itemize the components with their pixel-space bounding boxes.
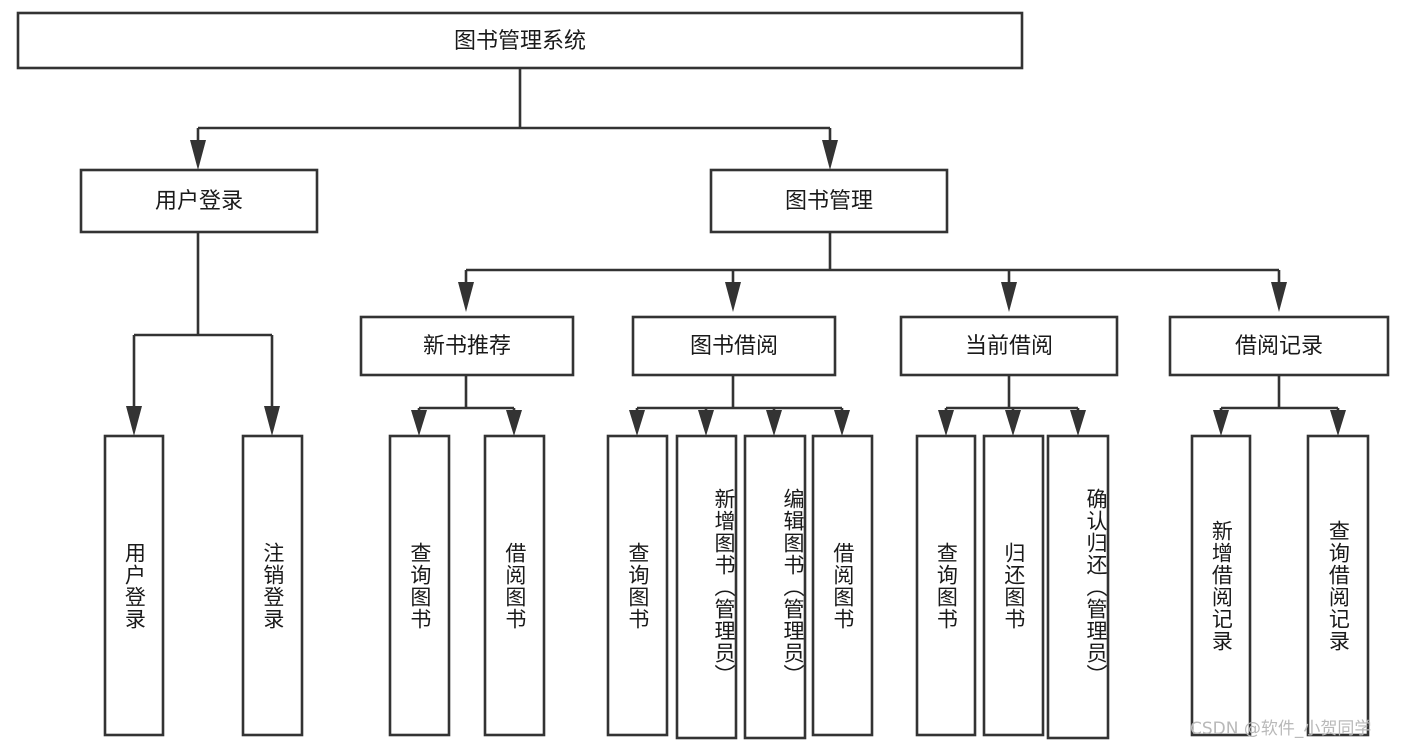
leaf-box-query-book-3[interactable] — [915, 434, 977, 737]
arrow-head-leaf-edit-book — [766, 410, 782, 436]
node-current-borrow[interactable]: 当前借阅 — [899, 315, 1119, 377]
connector-group-user-login — [126, 232, 280, 436]
leaf-box-user-login[interactable] — [103, 434, 165, 737]
node-box-user-login[interactable] — [79, 168, 319, 234]
arrow-head-borrow-record — [1271, 282, 1287, 312]
arrow-head-new-book-recommend — [458, 282, 474, 312]
node-label-book-management: 图书管理 — [785, 189, 873, 214]
node-label-user-login: 用户登录 — [155, 189, 243, 214]
leaf-box-add-record[interactable] — [1190, 434, 1252, 737]
arrow-head-current-borrow — [1001, 282, 1017, 312]
leaf-box-return-book[interactable] — [982, 434, 1045, 737]
node-borrow-record[interactable]: 借阅记录 — [1168, 315, 1390, 377]
node-book-management[interactable]: 图书管理 — [709, 168, 949, 234]
node-box-current-borrow[interactable] — [899, 315, 1119, 377]
arrow-head-leaf-add-record — [1213, 410, 1229, 436]
arrow-head-book-management — [822, 140, 838, 170]
leaf-box-add-book[interactable] — [675, 434, 738, 740]
node-label-borrow-record: 借阅记录 — [1235, 334, 1323, 359]
leaf-box-query-book-1[interactable] — [388, 434, 451, 737]
arrow-head-user-login — [190, 140, 206, 170]
leaf-box-query-record[interactable] — [1306, 434, 1370, 737]
connector-group-book-management — [458, 232, 1287, 312]
connector-group-root — [190, 68, 838, 170]
arrow-head-leaf-confirm-return — [1070, 410, 1086, 436]
connector-group-borrow-record — [1213, 375, 1346, 436]
node-label-book-borrow: 图书借阅 — [690, 334, 778, 359]
arrow-head-leaf-query-record — [1330, 410, 1346, 436]
arrow-head-leaf-borrow-book-1 — [506, 410, 522, 436]
leaf-box-query-book-2[interactable] — [606, 434, 669, 737]
node-box-book-borrow[interactable] — [631, 315, 837, 377]
arrow-head-leaf-query-book-2 — [629, 410, 645, 436]
leaf-box-edit-book[interactable] — [743, 434, 807, 740]
node-label-root: 图书管理系统 — [454, 29, 586, 54]
leaf-box-logout-login[interactable] — [241, 434, 304, 737]
leaf-box-confirm-return[interactable] — [1046, 434, 1110, 740]
node-box-borrow-record[interactable] — [1168, 315, 1390, 377]
node-user-login[interactable]: 用户登录 — [79, 168, 319, 234]
arrow-head-leaf-user-login — [126, 406, 142, 436]
leaf-boxes-group — [103, 434, 1370, 740]
node-book-borrow[interactable]: 图书借阅 — [631, 315, 837, 377]
node-label-new-book-recommend: 新书推荐 — [423, 334, 511, 359]
leaf-box-borrow-book-2[interactable] — [811, 434, 874, 737]
node-box-new-book-recommend[interactable] — [359, 315, 575, 377]
arrow-head-book-borrow — [725, 282, 741, 312]
connector-group-current-borrow — [938, 375, 1086, 436]
arrow-head-leaf-query-book-1 — [411, 410, 427, 436]
node-new-book-recommend[interactable]: 新书推荐 — [359, 315, 575, 377]
arrow-head-leaf-borrow-book-2 — [834, 410, 850, 436]
watermark-text: CSDN @软件_小贺同学 — [1190, 719, 1372, 739]
arrow-head-leaf-logout-login — [264, 406, 280, 436]
leaf-box-borrow-book-1[interactable] — [483, 434, 546, 737]
arrow-head-leaf-return-book — [1005, 410, 1021, 436]
connector-group-new-book-recommend — [411, 375, 522, 436]
node-box-book-management[interactable] — [709, 168, 949, 234]
connector-group-book-borrow — [629, 375, 850, 436]
arrow-head-leaf-add-book — [698, 410, 714, 436]
node-box-root[interactable] — [16, 11, 1024, 70]
node-root[interactable]: 图书管理系统 — [16, 11, 1024, 70]
arrow-head-leaf-query-book-3 — [938, 410, 954, 436]
node-label-current-borrow: 当前借阅 — [965, 334, 1053, 359]
